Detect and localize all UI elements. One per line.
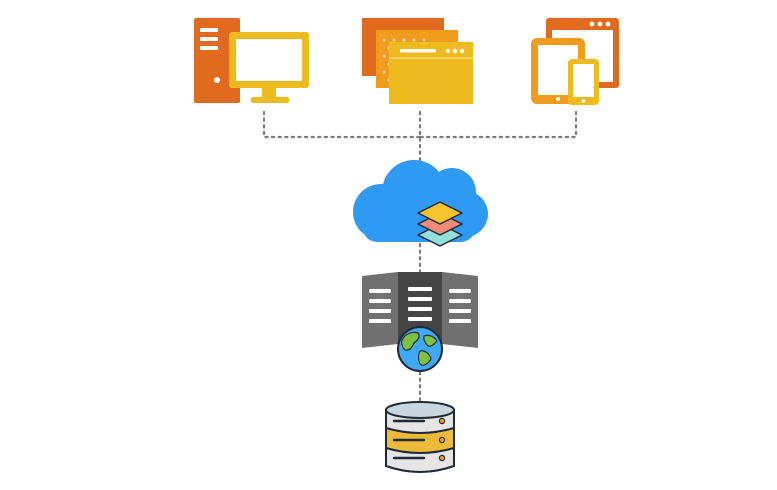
server-globe-icon bbox=[362, 272, 478, 372]
connector-desktop bbox=[262, 110, 422, 139]
connectors bbox=[262, 110, 578, 402]
desktop-computer-icon bbox=[194, 18, 309, 103]
database-icon bbox=[385, 401, 455, 473]
cloud-layers-icon bbox=[353, 160, 488, 247]
connector-mobile bbox=[418, 110, 578, 139]
browser-windows-icon bbox=[362, 18, 473, 104]
tablet-phone-icon bbox=[531, 18, 619, 105]
